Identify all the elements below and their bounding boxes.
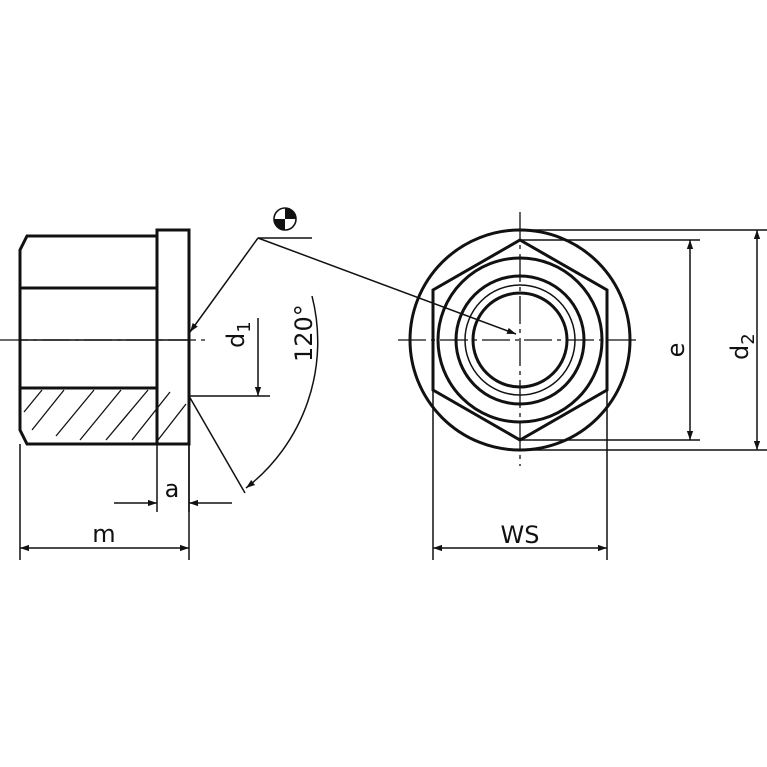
label-d1: d1 <box>222 321 255 348</box>
side-view-flange <box>155 228 191 446</box>
front-view <box>398 212 640 466</box>
label-angle: 120° <box>290 304 318 362</box>
label-m: m <box>92 520 115 548</box>
label-e: e <box>662 343 690 358</box>
dimension-angle-120: 120° <box>188 295 319 494</box>
surface-finish-callout <box>189 207 517 335</box>
dimension-d1: d1 <box>189 318 270 397</box>
surface-finish-symbol <box>273 207 297 231</box>
label-ws: WS <box>501 521 540 549</box>
dimension-d2: d2 <box>520 229 767 451</box>
side-view-section-hatch <box>23 389 187 441</box>
dimension-ws: WS <box>432 390 608 560</box>
dimension-m: m <box>19 444 190 560</box>
label-a: a <box>165 475 180 503</box>
label-d2: d2 <box>726 333 759 360</box>
side-view <box>0 228 205 446</box>
dimension-a: a <box>114 444 232 512</box>
dimension-e: e <box>520 239 700 441</box>
